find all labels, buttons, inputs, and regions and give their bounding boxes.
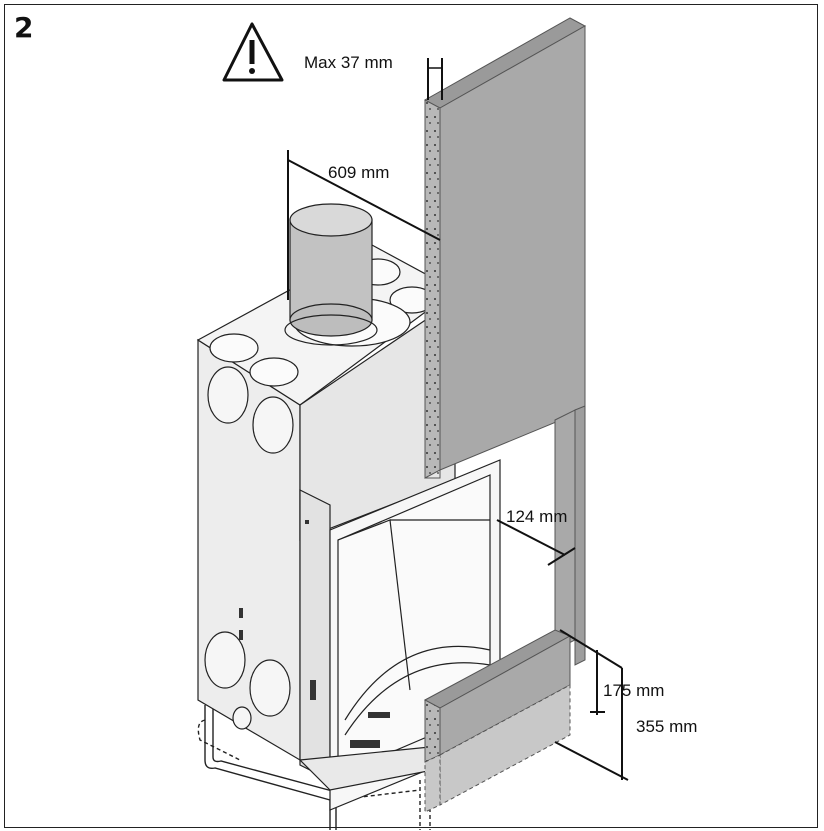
base-height-high-label: 355 mm	[636, 717, 698, 736]
base-block	[423, 629, 572, 813]
flue-pipe	[284, 203, 378, 346]
depth-label: 609 mm	[328, 163, 390, 182]
stove-details	[239, 520, 390, 748]
side-clearance-label: 124 mm	[506, 507, 568, 526]
side-openings	[204, 366, 294, 730]
max-thickness-label: Max 37 mm	[304, 53, 393, 72]
dimension-lines	[287, 58, 629, 781]
warning-triangle-icon	[222, 22, 284, 82]
base-height-low-label: 175 mm	[603, 681, 665, 700]
step-number: 2	[14, 11, 34, 44]
surround-panel	[423, 17, 587, 666]
